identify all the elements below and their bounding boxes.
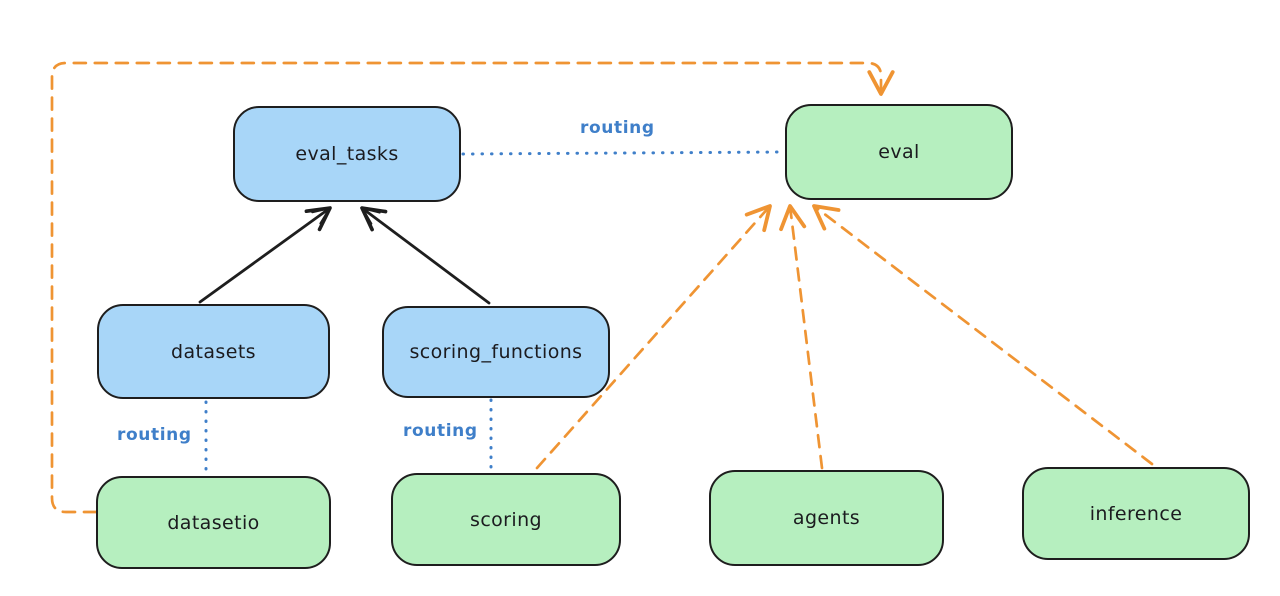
- node-eval-label: eval: [878, 141, 920, 163]
- node-agents-label: agents: [792, 507, 861, 529]
- node-eval-tasks: eval_tasks: [233, 106, 461, 202]
- edge-scoring-functions-to-eval-tasks: [360, 206, 491, 305]
- node-inference: inference: [1022, 467, 1250, 560]
- node-datasets-label: datasets: [171, 340, 256, 363]
- node-inference-label: inference: [1089, 502, 1183, 525]
- edge-label-routing-scoring: routing: [403, 421, 478, 441]
- edge-inference-to-eval: [812, 204, 1154, 466]
- node-scoring-label: scoring: [470, 508, 542, 531]
- edge-label-routing-top: routing: [580, 118, 655, 138]
- node-datasets: datasets: [97, 304, 330, 399]
- node-datasetio: datasetio: [96, 476, 331, 569]
- node-datasetio-label: datasetio: [167, 511, 260, 534]
- edge-label-routing-datasetio: routing: [117, 425, 192, 445]
- node-agents: agents: [709, 470, 944, 566]
- node-eval-tasks-label: eval_tasks: [295, 143, 399, 165]
- edge-agents-to-eval: [779, 204, 824, 470]
- node-eval: eval: [785, 104, 1013, 200]
- edge-eval-tasks-to-eval-routing: [461, 150, 786, 156]
- node-scoring: scoring: [391, 473, 621, 566]
- node-scoring-functions: scoring_functions: [382, 306, 610, 398]
- edge-datasets-to-eval-tasks: [198, 206, 332, 304]
- node-scoring-functions-label: scoring_functions: [409, 341, 583, 363]
